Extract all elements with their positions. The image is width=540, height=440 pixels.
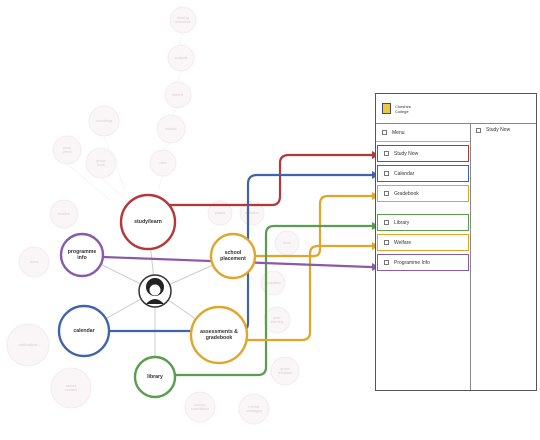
faded-bubble (263, 306, 291, 334)
brand-name: Cheshire College (395, 103, 412, 114)
connector-line (168, 153, 378, 207)
menu-item-gradebook[interactable]: Gradebook (377, 185, 469, 202)
faded-bubble (207, 200, 233, 226)
faded-bubble-label: evaluation (265, 281, 281, 285)
menu-item-label: Gradebook (394, 190, 419, 197)
menu-icon (382, 130, 387, 135)
menu-item-icon (384, 191, 389, 196)
menu-label: Menu (392, 129, 405, 136)
connector-line (246, 244, 378, 342)
faded-bubble (50, 367, 92, 409)
faded-bubble (6, 323, 50, 367)
content-header: Study Now (476, 127, 510, 133)
faded-bubble-label: data (160, 161, 167, 165)
content-title: Study Now (486, 127, 511, 133)
node-school (209, 232, 257, 280)
menu-item-label: Study Now (394, 150, 419, 157)
menu-item-label: Calendar (394, 170, 415, 177)
student-avatar-icon (138, 274, 172, 308)
menu-item-welfare[interactable]: Welfare (377, 234, 469, 251)
node-study (119, 193, 177, 251)
menu-item-icon (384, 171, 389, 176)
panel-divider (470, 124, 471, 390)
faded-bubble-label: analysis (175, 56, 188, 60)
faded-bubble-label: notifications (19, 343, 38, 347)
menu-item-programme-info[interactable]: Programme Info (377, 254, 469, 271)
faded-bubble-label: models (165, 127, 177, 131)
menu-item-icon (384, 240, 389, 245)
node-label-calendar: calendar (73, 328, 94, 334)
app-header: Cheshire College (376, 94, 536, 124)
menu-item-label: Welfare (394, 239, 412, 246)
node-label-study: study/learn (134, 219, 162, 225)
faded-bubble (238, 393, 270, 425)
node-label-assessments: assessments &gradebook (200, 330, 238, 342)
faded-bubble-label: reflection (245, 211, 260, 215)
menu-item-calendar[interactable]: Calendar (377, 165, 469, 182)
faded-bubble-label: timeline (58, 212, 70, 216)
faded-bubble (18, 246, 50, 278)
node-library (133, 355, 177, 399)
menu-item-icon (384, 260, 389, 265)
faded-bubble-label: aims (283, 241, 291, 245)
node-calendar (57, 304, 111, 358)
faded-bubble-label: theorie (173, 93, 184, 97)
faded-bubble (239, 200, 265, 226)
node-programme (59, 232, 105, 278)
menu-item-label: Programme Info (394, 259, 430, 266)
menu-toggle[interactable]: Menu (376, 124, 470, 142)
menu-item-icon (384, 151, 389, 156)
menu-item-study-now[interactable]: Study Now (377, 145, 469, 162)
connector-line (175, 224, 378, 377)
college-logo-icon (382, 103, 391, 114)
faded-bubble-label: dates (30, 260, 39, 264)
node-assessments (189, 305, 249, 365)
faded-bubble-label: places (215, 211, 226, 215)
faded-bubble (270, 356, 300, 386)
menu-item-label: Library (394, 219, 410, 226)
faded-bubble (184, 391, 216, 423)
faded-bubble-label: recordings (96, 119, 113, 123)
menu-item-library[interactable]: Library (377, 214, 469, 231)
menu-item-icon (384, 220, 389, 225)
page-icon (476, 127, 481, 133)
faded-bubble (49, 199, 79, 229)
node-label-library: library (147, 374, 163, 380)
